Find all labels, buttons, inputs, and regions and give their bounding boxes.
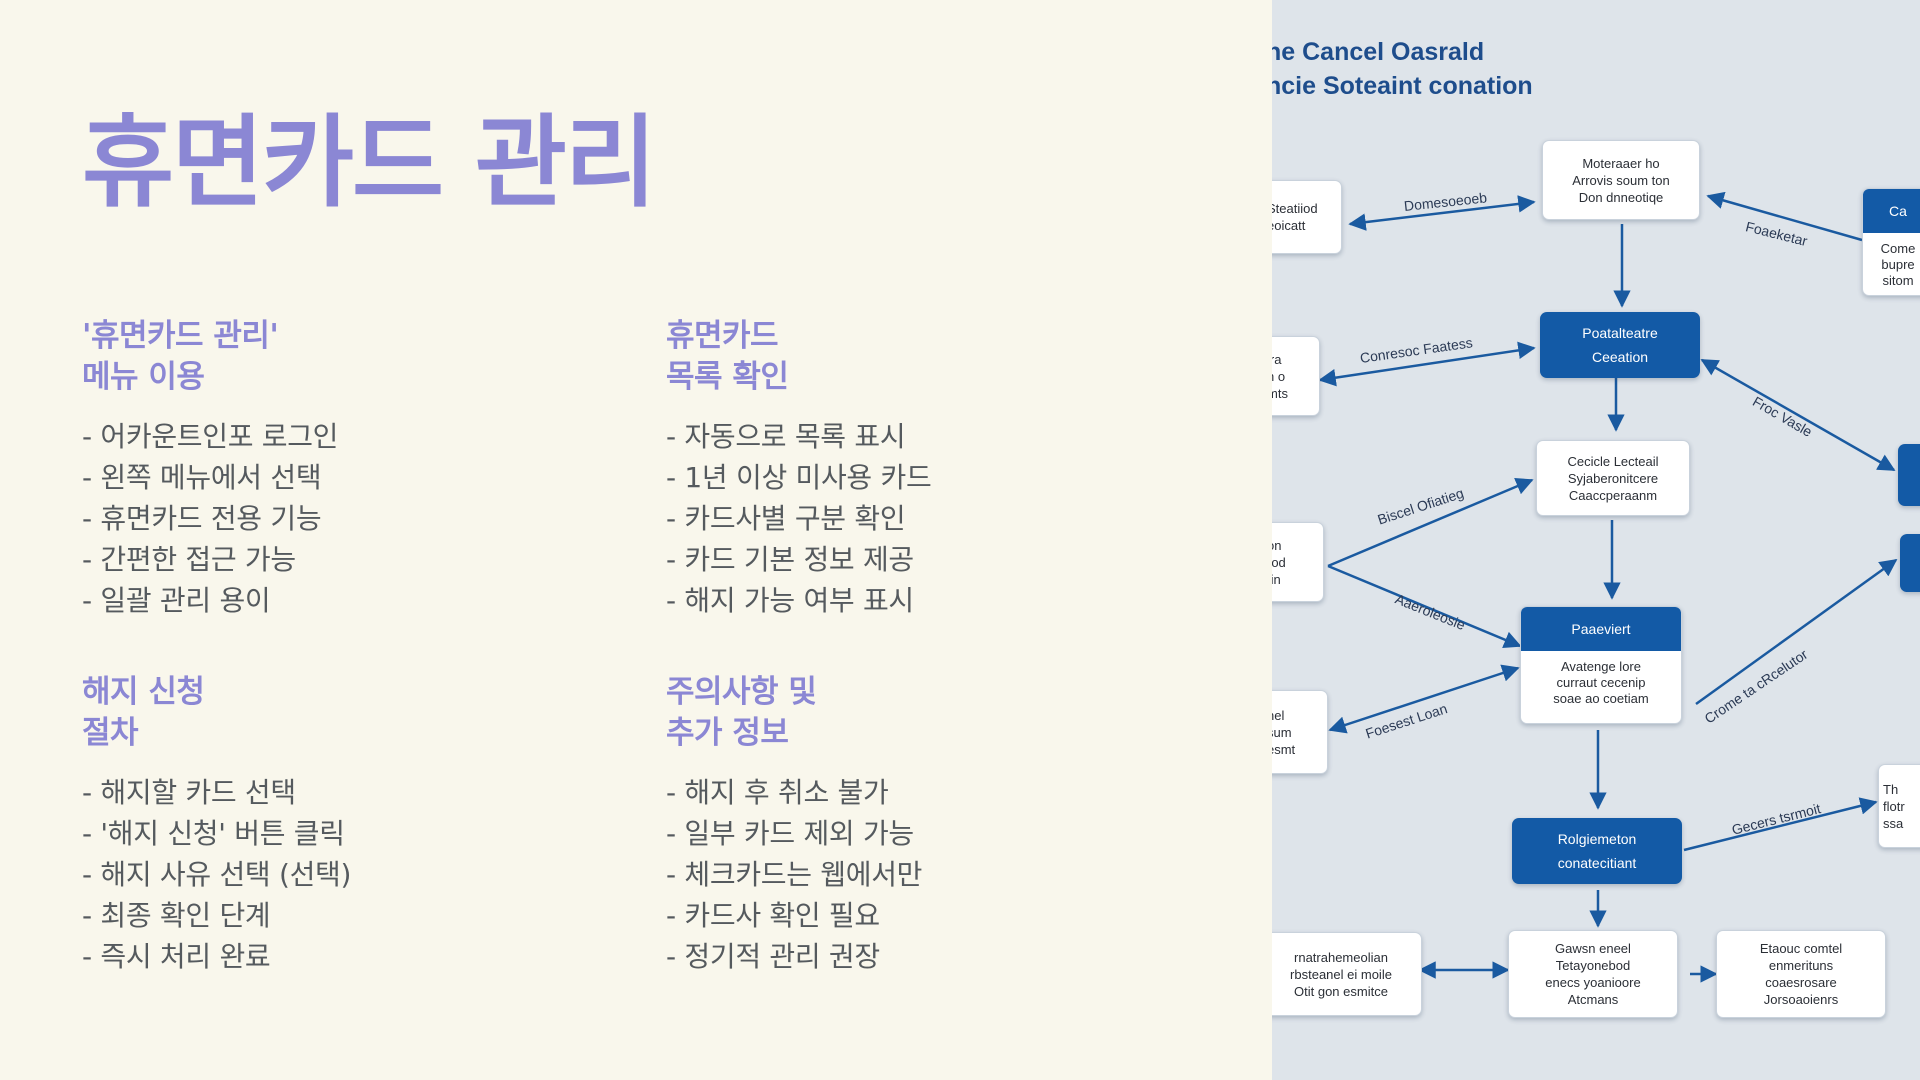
flow-node: Cecicle Lecteail Syjaberonitcere Caaccpe… — [1536, 440, 1690, 516]
connector-arrow — [1695, 558, 1898, 706]
list-item: - 1년 이상 미사용 카드 — [666, 461, 932, 494]
list-item: - 카드사 확인 필요 — [666, 899, 880, 932]
list-item: - 해지 사유 선택 (선택) — [82, 858, 352, 891]
flow-node: nel sum esmt — [1272, 690, 1328, 774]
section-list: - 어카운트인포 로그인 - 왼쪽 메뉴에서 선택 - 휴면카드 전용 기능 -… — [82, 416, 338, 621]
list-item: - 카드사별 구분 확인 — [666, 502, 906, 535]
flow-node: Rolgiemeton conatecitiant — [1512, 818, 1682, 884]
slide-title: 휴면카드 관리 — [82, 104, 657, 221]
section-heading: '휴면카드 관리' 메뉴 이용 — [82, 318, 279, 395]
flowchart-connectors — [1318, 191, 1898, 983]
list-item: - '해지 신청' 버튼 클릭 — [82, 817, 345, 850]
section-heading: 휴면카드 목록 확인 — [666, 318, 789, 395]
list-item: - 자동으로 목록 표시 — [666, 420, 906, 453]
flow-node-body: Avatenge lore curraut cecenip soae ao co… — [1553, 659, 1649, 706]
list-item: - 해지 후 취소 불가 — [666, 776, 889, 809]
list-item: - 체크카드는 웹에서만 — [666, 858, 923, 891]
section-heading: 주의사항 및 추가 정보 — [666, 674, 817, 751]
connector-arrow — [1327, 478, 1534, 568]
flow-node-body: Come bupre sitom — [1880, 241, 1916, 288]
list-item: - 휴면카드 전용 기능 — [82, 502, 322, 535]
list-item: - 카드 기본 정보 제공 — [666, 543, 914, 576]
connector-arrow — [1706, 191, 1863, 242]
flow-node: on rod tin — [1272, 522, 1324, 602]
connector-arrow — [1327, 564, 1522, 649]
section-cancel-procedure: 해지 신청 절차 - 해지할 카드 선택 - '해지 신청' 버튼 클릭 - 해… — [82, 672, 642, 973]
section-notes: 주의사항 및 추가 정보 - 해지 후 취소 불가 - 일부 카드 제외 가능 … — [666, 672, 1226, 973]
section-menu-usage: '휴면카드 관리' 메뉴 이용 - 어카운트인포 로그인 - 왼쪽 메뉴에서 선… — [82, 316, 642, 617]
flow-node: Poatalteatre Ceeation — [1540, 312, 1700, 378]
flow-node: rnatrahemeolian rbsteanel ei moile Otit … — [1272, 932, 1422, 1016]
section-list: - 해지할 카드 선택 - '해지 신청' 버튼 클릭 - 해지 사유 선택 (… — [82, 772, 351, 977]
flow-node-header: Ca — [1863, 189, 1920, 233]
flow-node: Gawsn eneel Tetayonebod enecs yoanioore … — [1508, 930, 1678, 1018]
flow-node: Steatiiod eoicatt — [1272, 180, 1342, 254]
list-item: - 일괄 관리 용이 — [82, 584, 271, 617]
list-item: - 해지 가능 여부 표시 — [666, 584, 914, 617]
list-item: - 정기적 관리 권장 — [666, 940, 880, 973]
connector-arrow — [1700, 358, 1896, 472]
connector-arrow — [1683, 797, 1878, 852]
flow-node-split: Ca Come bupre sitom — [1862, 188, 1920, 296]
section-card-list: 휴면카드 목록 확인 - 자동으로 목록 표시 - 1년 이상 미사용 카드 -… — [666, 316, 1226, 617]
flowchart-image: ne Cancel Oasrald ncie Soteaint conation… — [1272, 0, 1920, 1080]
list-item: - 해지할 카드 선택 — [82, 776, 296, 809]
list-item: - 최종 확인 단계 — [82, 899, 271, 932]
flow-node — [1900, 534, 1920, 592]
flow-node: Moteraaer ho Arrovis soum ton Don dnneot… — [1542, 140, 1700, 220]
connector-arrow — [1328, 664, 1520, 734]
flow-node: ira n o mts — [1272, 336, 1320, 416]
section-heading: 해지 신청 절차 — [82, 674, 205, 751]
diagram-title-line: ncie Soteaint conation — [1272, 72, 1533, 100]
list-item: - 간편한 접근 가능 — [82, 543, 296, 576]
flow-node: Th flotr ssa — [1878, 764, 1920, 848]
flow-node: Etaouc comtel enmerituns coaesrosare Jor… — [1716, 930, 1886, 1018]
section-list: - 해지 후 취소 불가 - 일부 카드 제외 가능 - 체크카드는 웹에서만 … — [666, 772, 922, 977]
list-item: - 즉시 처리 완료 — [82, 940, 271, 973]
list-item: - 왼쪽 메뉴에서 선택 — [82, 461, 322, 494]
list-item: - 어카운트인포 로그인 — [82, 420, 339, 453]
slide-text-panel: 휴면카드 관리 '휴면카드 관리' 메뉴 이용 - 어카운트인포 로그인 - 왼… — [82, 104, 1226, 973]
flow-node — [1898, 444, 1920, 506]
connector-arrow — [1318, 341, 1536, 387]
diagram-title-line: ne Cancel Oasrald — [1272, 38, 1485, 66]
flow-node-split: Paaeviert Avatenge lore curraut cecenip … — [1520, 606, 1682, 724]
section-list: - 자동으로 목록 표시 - 1년 이상 미사용 카드 - 카드사별 구분 확인… — [666, 416, 932, 621]
list-item: - 일부 카드 제외 가능 — [666, 817, 914, 850]
connector-arrow — [1348, 195, 1536, 231]
flow-node-header: Paaeviert — [1521, 607, 1681, 651]
